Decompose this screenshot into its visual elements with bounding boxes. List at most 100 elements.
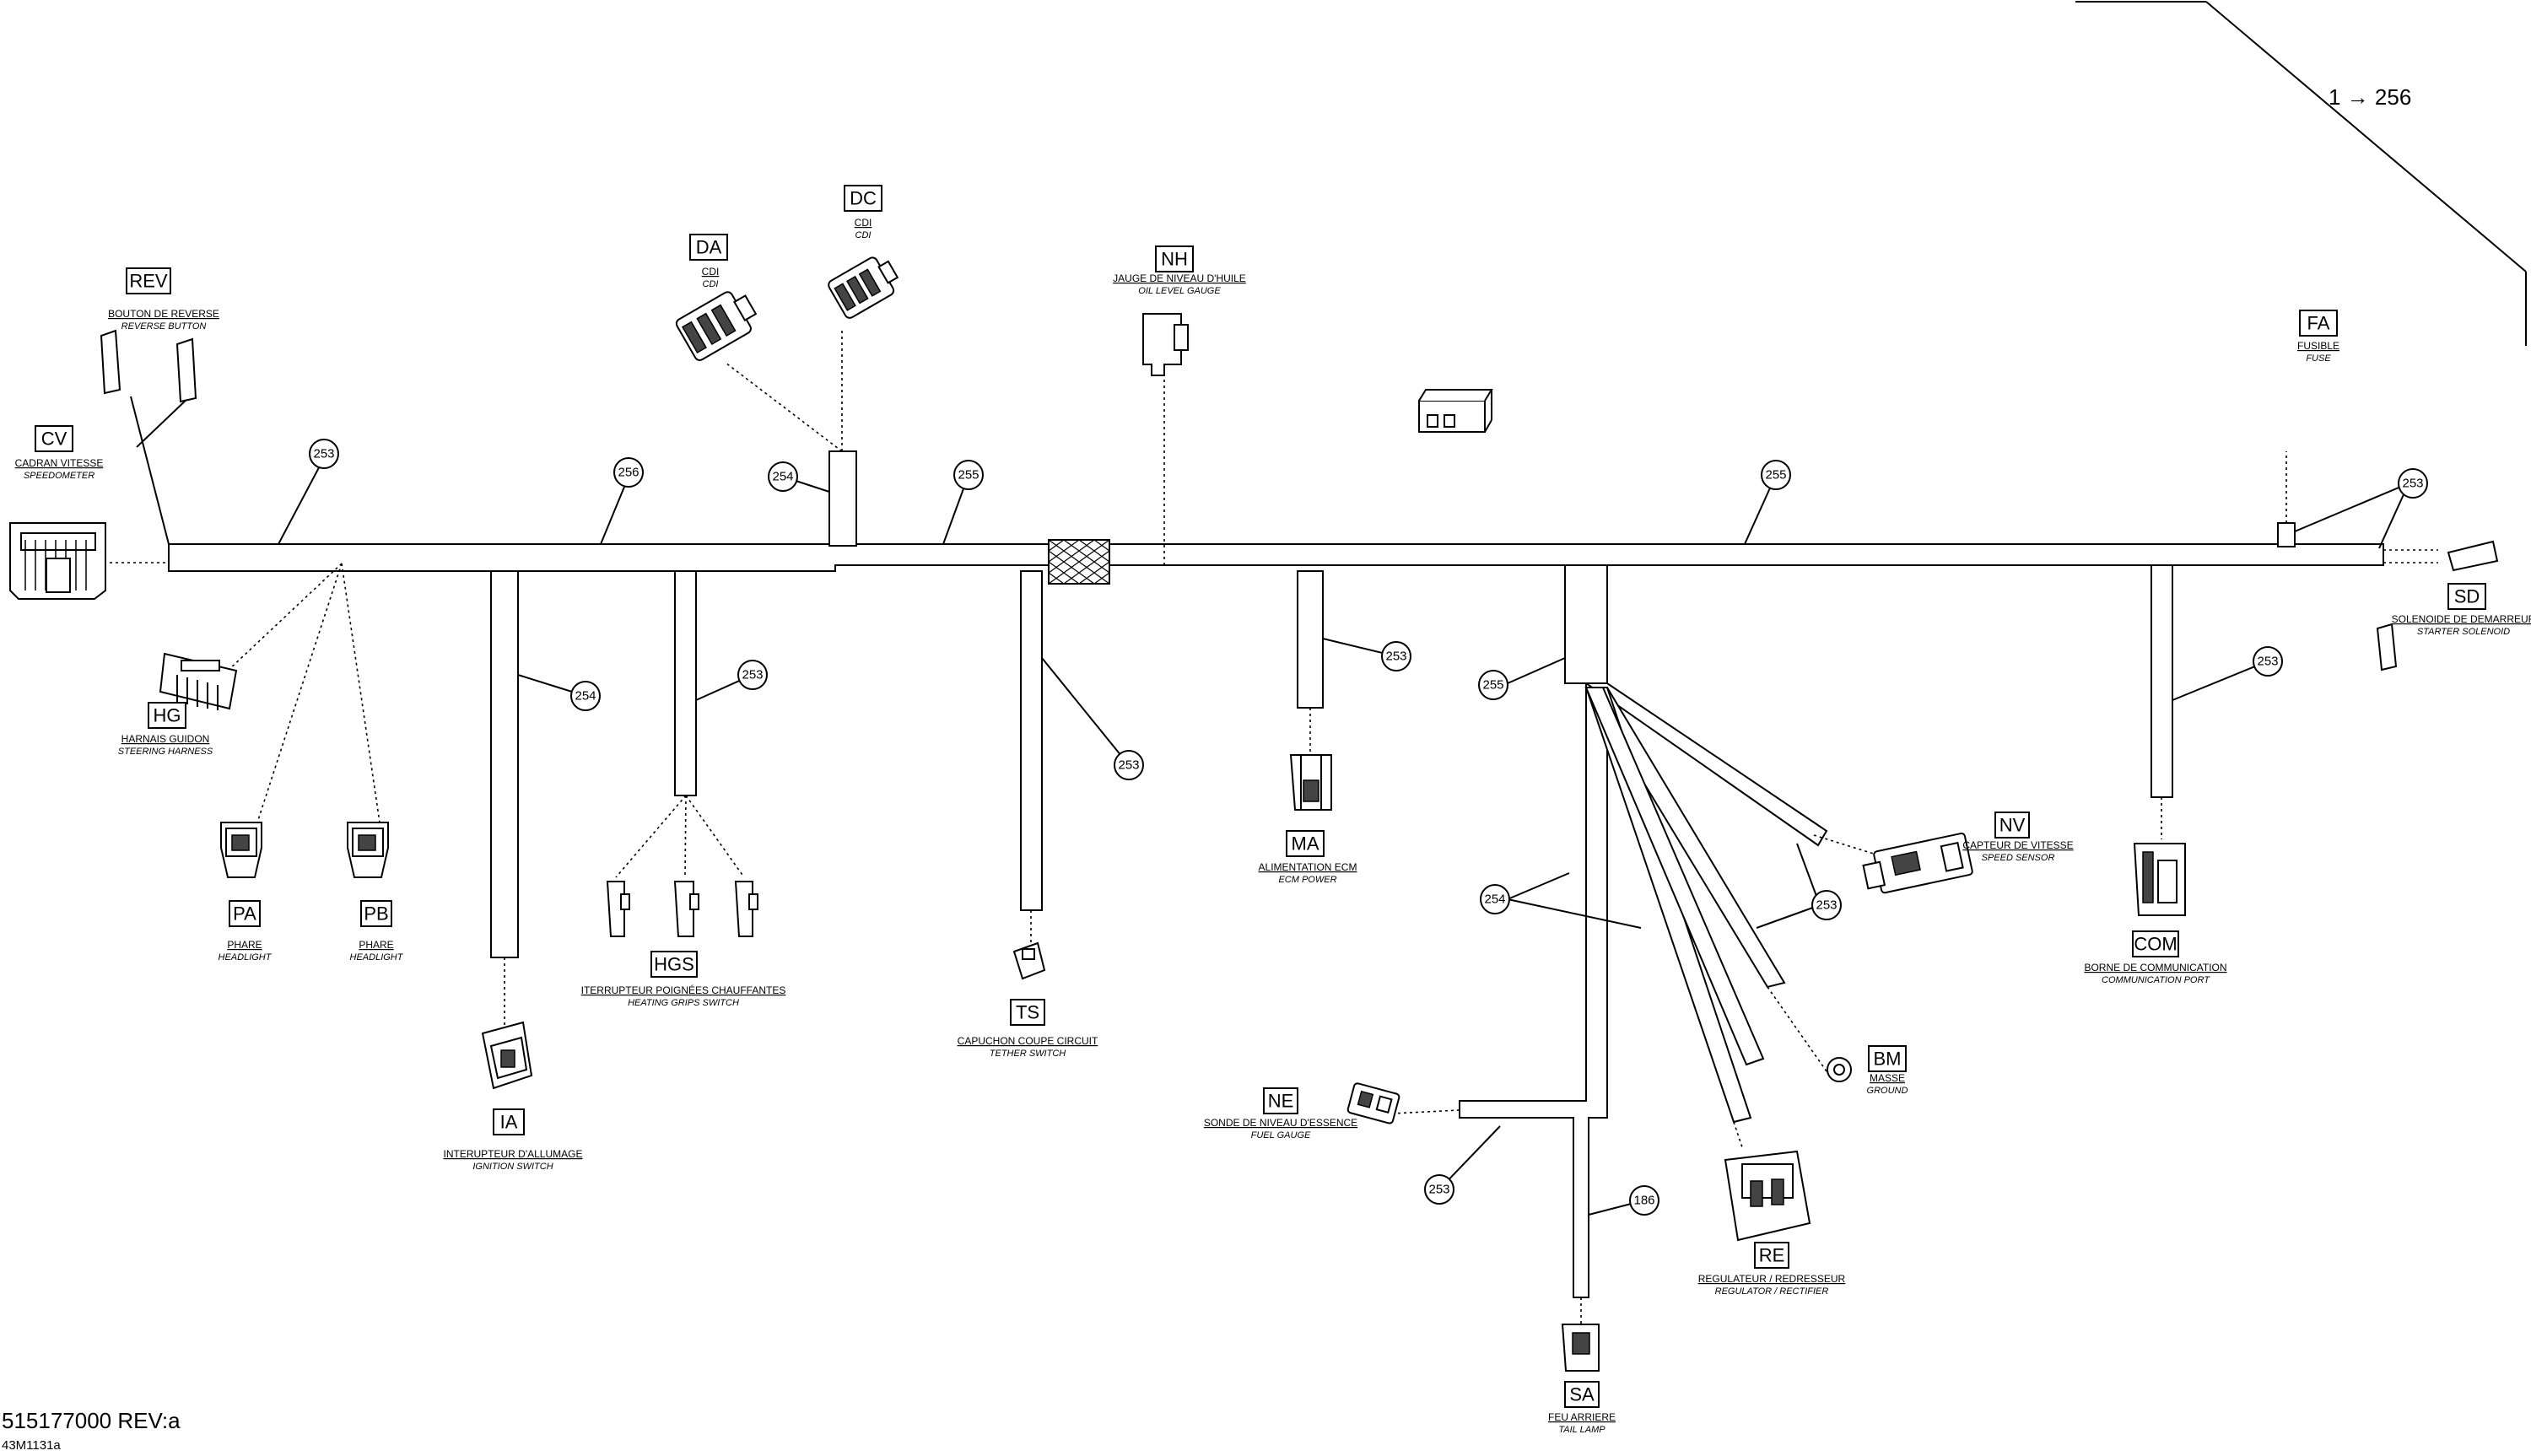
part-label-dc: DC CDI CDI [844,185,882,240]
svg-text:STARTER SOLENOID: STARTER SOLENOID [2417,627,2510,637]
svg-text:255: 255 [958,468,979,483]
svg-text:REV: REV [129,271,168,292]
svg-text:IGNITION SWITCH: IGNITION SWITCH [472,1162,553,1172]
reverse-button-connectors [100,329,197,403]
svg-text:REGULATOR / RECTIFIER: REGULATOR / RECTIFIER [1715,1286,1829,1297]
callout-bubble: 255 [1761,460,1791,490]
ecm-power-connector [1289,754,1332,811]
harness-branches [490,450,2296,1298]
tail-lamp-connector [1561,1324,1600,1372]
reference-leader [2075,1,2527,346]
steering-harness-connector [159,652,238,710]
svg-text:NH: NH [1161,249,1188,270]
svg-text:ITERRUPTEUR POIGNÉES CHAUFFANT: ITERRUPTEUR POIGNÉES CHAUFFANTES [581,984,786,996]
callout-bubble: 253 [309,439,339,469]
svg-text:FUEL GAUGE: FUEL GAUGE [1251,1130,1311,1141]
svg-text:GROUND: GROUND [1867,1086,1908,1096]
cdi-da-connector [675,291,758,361]
svg-text:FUSIBLE: FUSIBLE [2297,340,2339,352]
headlight-pa-connector [220,822,262,878]
svg-text:HGS: HGS [654,954,694,975]
callout-bubble: 254 [1480,884,1510,914]
callout-bubble: 255 [1478,670,1508,700]
svg-text:CAPUCHON COUPE CIRCUIT: CAPUCHON COUPE CIRCUIT [958,1035,1098,1047]
svg-text:TETHER SWITCH: TETHER SWITCH [990,1049,1066,1059]
svg-text:HEATING GRIPS SWITCH: HEATING GRIPS SWITCH [628,998,739,1008]
part-label-fa: FA FUSIBLE FUSE [2297,310,2339,364]
svg-text:FUSE: FUSE [2306,353,2331,364]
part-label-com: COM BORNE DE COMMUNICATION COMMUNICATION… [2084,930,2227,985]
part-label-da: DA CDI CDI [689,234,728,289]
rev-leader-right [136,396,191,448]
svg-text:254: 254 [772,470,793,484]
svg-text:SONDE DE NIVEAU D'ESSENCE: SONDE DE NIVEAU D'ESSENCE [1204,1117,1357,1129]
svg-text:186: 186 [1633,1194,1654,1208]
svg-text:FA: FA [2307,313,2330,334]
drawing-id: 43M1131a [2,1438,61,1453]
fuel-gauge-connector [1346,1082,1400,1124]
part-label-hg: HG HARNAIS GUIDON STEERING HARNESS [118,702,213,757]
part-label-rev: REV BOUTON DE REVERSE REVERSE BUTTON [108,267,219,332]
part-label-sd: SD SOLENOIDE DE DEMARREUR STARTER SOLENO… [2392,583,2531,637]
svg-text:254: 254 [1484,892,1505,907]
svg-text:REGULATEUR / REDRESSEUR: REGULATEUR / REDRESSEUR [1698,1273,1846,1285]
svg-text:FEU ARRIERE: FEU ARRIERE [1548,1411,1616,1423]
speed-sensor-connector [1862,832,1973,894]
svg-text:CDI: CDI [855,217,872,229]
oil-level-gauge-connector [1142,313,1189,376]
svg-text:PHARE: PHARE [227,939,262,951]
callout-bubble: 253 [737,660,768,690]
svg-text:JAUGE DE NIVEAU D'HUILE: JAUGE DE NIVEAU D'HUILE [1113,272,1246,284]
part-label-ma: MA ALIMENTATION ECM ECM POWER [1259,830,1357,885]
callout-bubble: 186 [1629,1185,1659,1216]
cdi-dc-connector [828,256,899,319]
svg-text:254: 254 [575,689,596,704]
svg-text:PHARE: PHARE [359,939,393,951]
svg-text:MA: MA [1292,833,1319,855]
svg-text:CDI: CDI [855,230,872,240]
part-label-hgs: HGS ITERRUPTEUR POIGNÉES CHAUFFANTES HEA… [581,951,786,1008]
svg-text:TS: TS [1016,1002,1039,1023]
svg-text:SA: SA [1569,1384,1595,1405]
svg-text:253: 253 [1428,1183,1449,1197]
callout-bubble: 253 [2253,646,2283,677]
callout-bubble: 253 [1114,750,1144,780]
svg-text:REVERSE BUTTON: REVERSE BUTTON [121,321,207,332]
callout-bubble: 253 [1424,1174,1454,1205]
tether-switch-connector [1012,941,1046,980]
part-label-nh: NH JAUGE DE NIVEAU D'HUILE OIL LEVEL GAU… [1113,245,1246,296]
callout-bubble: 253 [1381,641,1411,671]
svg-text:COM: COM [2134,934,2177,955]
svg-text:CDI: CDI [703,279,719,289]
svg-text:CV: CV [41,429,67,450]
svg-text:253: 253 [1118,758,1139,773]
svg-text:HARNAIS GUIDON: HARNAIS GUIDON [121,733,210,745]
svg-text:DC: DC [850,188,877,209]
svg-text:CAPTEUR DE VITESSE: CAPTEUR DE VITESSE [1962,839,2073,851]
svg-text:INTERUPTEUR D'ALLUMAGE: INTERUPTEUR D'ALLUMAGE [444,1148,583,1160]
svg-text:HEADLIGHT: HEADLIGHT [219,952,273,963]
part-label-re: RE REGULATEUR / REDRESSEUR REGULATOR / R… [1698,1242,1846,1297]
ground-ring-terminal [1827,1057,1852,1082]
svg-text:253: 253 [2402,477,2423,491]
speedometer-connector [9,522,106,600]
svg-text:253: 253 [1385,650,1406,664]
svg-text:253: 253 [313,447,334,461]
callout-bubble: 253 [2398,468,2428,499]
svg-text:SOLENOIDE DE DEMARREUR: SOLENOIDE DE DEMARREUR [2392,613,2531,625]
svg-text:SPEED SENSOR: SPEED SENSOR [1982,853,2055,863]
callout-bubble: 255 [953,460,984,490]
svg-text:RE: RE [1759,1245,1785,1266]
svg-text:255: 255 [1765,468,1786,483]
svg-text:253: 253 [2257,655,2278,669]
svg-text:DA: DA [696,237,722,258]
part-number: 515177000 REV:a [2,1408,181,1433]
svg-text:253: 253 [742,668,763,682]
svg-text:CDI: CDI [702,266,720,278]
part-label-ne: NE SONDE DE NIVEAU D'ESSENCE FUEL GAUGE [1204,1087,1357,1141]
communication-port-connector [2133,843,2186,916]
svg-text:IA: IA [500,1112,518,1133]
part-label-nv: NV CAPTEUR DE VITESSE SPEED SENSOR [1962,812,2074,863]
part-label-sa: SA FEU ARRIERE TAIL LAMP [1548,1381,1616,1435]
